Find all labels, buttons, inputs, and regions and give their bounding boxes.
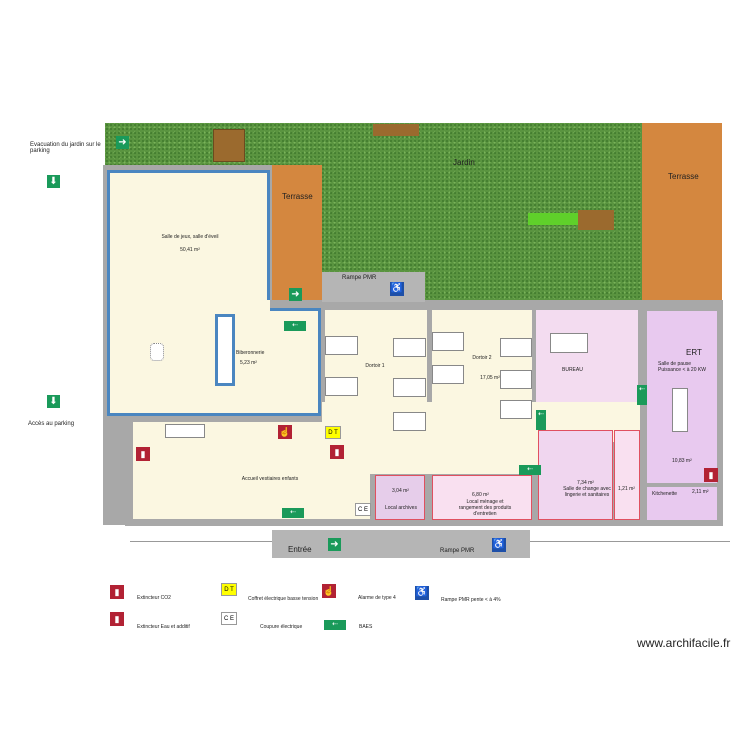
slide	[528, 213, 580, 225]
alarm-icon: ☝	[322, 584, 336, 598]
bench	[373, 124, 419, 136]
bed	[393, 338, 426, 357]
room-office[interactable]	[536, 310, 638, 402]
baes-icon: ⇠	[519, 465, 541, 475]
room-changing[interactable]	[538, 430, 613, 520]
playroom-name: Salle de jeux, salle d'éveil	[161, 234, 219, 240]
playroom-area: 50,41 m²	[180, 247, 200, 253]
bed	[325, 377, 358, 396]
legend-label: Coffret électrique basse tension	[248, 596, 319, 602]
changing-area: 7,34 m²	[577, 480, 594, 486]
watermark[interactable]: www.archifacile.fr	[637, 636, 731, 650]
dorm-1-name: Dortoir 1	[365, 363, 385, 369]
wheelchair-icon: ♿	[390, 282, 404, 296]
ert-name: Salle de pause	[658, 361, 692, 367]
cleaning-name: Local ménage et rangement des produits d…	[458, 499, 512, 517]
kitchenette-area: 2,11 m²	[692, 489, 709, 495]
legend-label: Alarme de type 4	[358, 595, 396, 601]
down-arrow-icon: ⬇	[47, 395, 60, 408]
ramp-top[interactable]	[322, 272, 425, 302]
extinguisher-water-icon: ▮	[110, 612, 124, 626]
baes-icon: ⇠	[536, 410, 546, 430]
entrance[interactable]	[272, 530, 372, 558]
extinguisher-icon: ▮	[136, 447, 150, 461]
room-archives[interactable]	[375, 475, 425, 520]
bed	[393, 412, 426, 431]
bed	[393, 378, 426, 397]
entrance-label: Entrée	[288, 545, 312, 554]
room-kitchenette[interactable]	[647, 487, 717, 520]
baes-icon: ⇠	[282, 508, 304, 518]
bed	[325, 336, 358, 355]
bottle-room-area: 5,23 m²	[240, 360, 257, 366]
baes-icon: ⇠	[284, 321, 306, 331]
evacuation-label: Evacuation du jardin sur le parking	[30, 142, 101, 154]
ert-area: 10,83 m²	[672, 458, 692, 464]
kitchenette-name: Kitchenette	[652, 491, 678, 497]
bed	[500, 400, 532, 419]
exit-arrow-icon: ➜	[328, 538, 341, 551]
changing-name: Salle de change avec lingerie et sanitai…	[563, 486, 611, 498]
play-structure	[578, 210, 614, 230]
reception-name: Accueil vestiaires enfants	[241, 476, 299, 482]
ramp-top-label: Rampe PMR	[342, 275, 377, 281]
legend-label: Rampe PMR pente < à 4%	[441, 597, 501, 603]
extinguisher-icon: ▮	[330, 445, 344, 459]
terrace-left-label: Terrasse	[282, 192, 313, 201]
down-arrow-icon: ⬇	[47, 175, 60, 188]
ert-power: Puissance < à 20 KW	[658, 367, 706, 373]
baes-icon: ⇠	[637, 385, 647, 405]
table	[150, 343, 164, 361]
bed	[432, 365, 464, 384]
emergency-exit-icon: ⇠	[324, 620, 346, 630]
ert-label: ERT	[686, 348, 702, 357]
extinguisher-co2-icon: ▮	[110, 585, 124, 599]
room-cleaning[interactable]	[432, 475, 532, 520]
archives-area: 3,04 m²	[392, 488, 409, 494]
table	[672, 388, 688, 432]
dorm-2-area: 17,05 m²	[480, 375, 500, 381]
wheelchair-icon: ♿	[415, 586, 429, 600]
legend-label: Extincteur CO2	[137, 595, 171, 601]
exit-arrow-icon: ➜	[289, 288, 302, 301]
cleaning-area: 6,80 m²	[472, 492, 489, 498]
cabinet	[165, 424, 205, 438]
dorm-2-name: Dortoir 2	[472, 355, 492, 361]
electrical-panel-icon: D T	[221, 583, 237, 596]
corridor[interactable]	[370, 440, 538, 474]
room-playroom-fill	[110, 300, 270, 413]
ramp-bottom-label: Rampe PMR	[440, 548, 475, 554]
bed	[500, 370, 532, 389]
power-cut-icon: C E	[221, 612, 237, 625]
archives-name: Local archives	[385, 505, 417, 511]
power-cut-icon: C E	[355, 503, 371, 516]
garden-label: Jardin	[453, 158, 475, 167]
parking-label: Accès au parking	[28, 421, 75, 427]
room-wc[interactable]	[614, 430, 640, 520]
desk	[550, 333, 588, 353]
terrace-right	[642, 123, 722, 303]
electrical-panel-icon: D T	[325, 426, 341, 439]
office-name: BUREAU	[562, 367, 583, 373]
exit-arrow-icon: ➜	[116, 136, 129, 149]
bed	[432, 332, 464, 351]
kitchen-counter	[215, 314, 235, 386]
legend-label: Extincteur Eau et additif	[137, 624, 190, 630]
terrace-left	[272, 165, 322, 300]
bottle-room-name: Biberonnerie	[236, 350, 265, 356]
wc-area: 1,21 m²	[618, 486, 635, 492]
sandbox	[213, 129, 245, 162]
bed	[500, 338, 532, 357]
legend-label: Coupure électrique	[260, 624, 303, 630]
alarm-icon: ☝	[278, 425, 292, 439]
legend-label: BAES	[359, 624, 373, 630]
extinguisher-icon: ▮	[704, 468, 718, 482]
terrace-right-label: Terrasse	[668, 172, 699, 181]
wheelchair-icon: ♿	[492, 538, 506, 552]
